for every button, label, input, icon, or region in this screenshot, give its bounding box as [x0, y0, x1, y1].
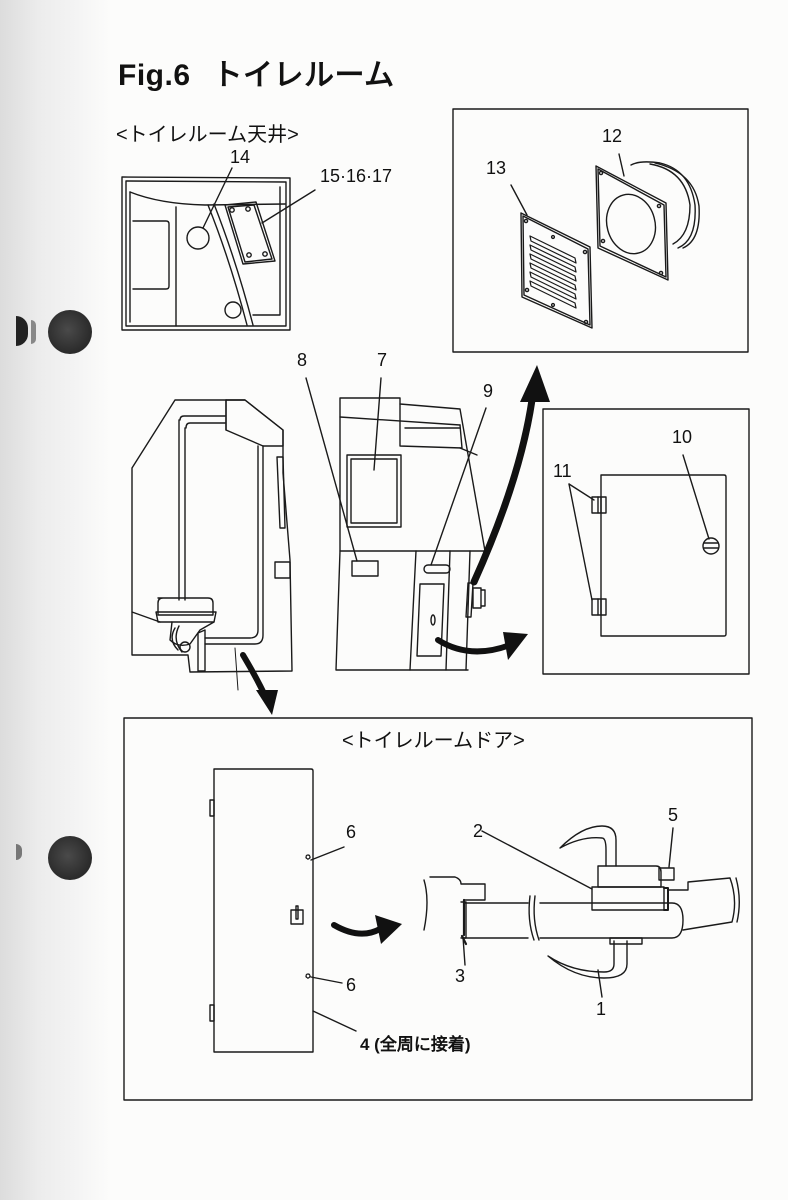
- leader-line-6a: [310, 846, 345, 861]
- binder-ring-shadow: [16, 316, 28, 346]
- callout-6-upper: 6: [346, 822, 357, 842]
- binder-ring-shadow-small: [31, 320, 36, 344]
- callout-11: 11: [553, 461, 572, 481]
- leader-line-3: [462, 936, 466, 966]
- callout-14: 14: [230, 147, 251, 167]
- callout-5: 5: [668, 805, 679, 825]
- leader-line-8: [305, 377, 358, 562]
- callout-15-16-17: 15·16·17: [320, 166, 393, 186]
- leader-line-5: [668, 827, 674, 868]
- leader-line-11b: [568, 483, 593, 601]
- door-section-title: <トイレルームドア>: [342, 730, 525, 752]
- leader-line-14: [202, 167, 233, 229]
- leader-line-7: [373, 377, 382, 471]
- leader-line-12: [618, 153, 625, 177]
- callout-6-lower: 6: [346, 975, 357, 995]
- callout-2: 2: [473, 821, 484, 841]
- leader-line-10: [682, 454, 710, 540]
- binder-hole-top: [48, 310, 92, 354]
- leader-line-9: [430, 407, 487, 566]
- leader-line-4: [312, 1010, 357, 1032]
- figure-caption: トイレルーム: [212, 59, 395, 92]
- figure-number: Fig.6: [118, 59, 191, 92]
- callout-3: 3: [455, 966, 466, 986]
- leader-line-1: [597, 969, 603, 998]
- leader-line-2: [481, 830, 593, 890]
- binder-hole-bottom: [48, 836, 92, 880]
- callout-13: 13: [486, 158, 507, 178]
- leader-line-11a: [568, 483, 595, 501]
- door-detail-drawing: [123, 717, 753, 1101]
- arrow-to-inspection-panel: [435, 637, 513, 655]
- binding-margin: [0, 0, 110, 1200]
- callout-9: 9: [483, 381, 494, 401]
- callout-12: 12: [602, 126, 623, 146]
- arrow-to-handle-detail: [331, 922, 383, 937]
- callout-4-glued-all-around: 4 (全周に接着): [360, 1035, 471, 1054]
- leader-line-6b: [310, 976, 343, 984]
- arrow-to-vent-detail: [470, 394, 536, 586]
- figure-title: Fig.6 トイレルーム: [118, 50, 395, 94]
- callout-7: 7: [377, 350, 388, 370]
- toilet-room-front-view: [305, 365, 550, 671]
- callout-10: 10: [672, 427, 693, 447]
- binder-ring-shadow-lower: [16, 844, 22, 860]
- callout-8: 8: [297, 350, 308, 370]
- leader-line-15-17: [261, 189, 316, 224]
- toilet-room-side-view: [131, 399, 293, 715]
- ceiling-section-title: <トイレルーム天井>: [116, 124, 299, 146]
- inspection-panel-drawing: [542, 408, 750, 675]
- callout-1: 1: [596, 999, 607, 1019]
- vent-detail-drawing: [452, 108, 749, 353]
- leader-line-13: [510, 184, 528, 216]
- ceiling-view-drawing: [121, 167, 316, 331]
